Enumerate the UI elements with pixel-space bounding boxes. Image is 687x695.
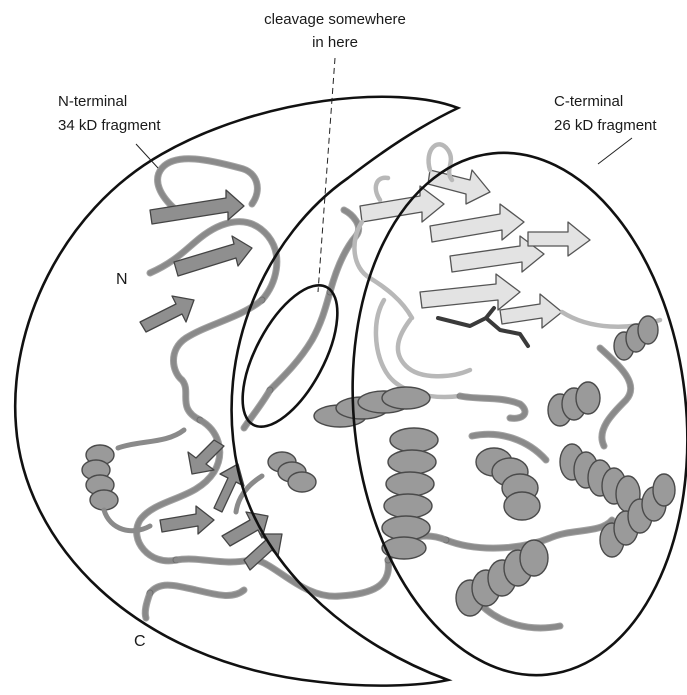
n-domain-helix-1 (82, 445, 118, 510)
linker-region-ribbon (244, 210, 359, 428)
c-domain-helix-5 (614, 316, 658, 360)
n-domain-helix-2 (268, 452, 316, 492)
cleavage-label-line-1: cleavage somewhere (264, 11, 406, 28)
c-terminal-domain-ribbon (314, 144, 675, 628)
protein-ribbon-structure (82, 144, 675, 628)
cleavage-label-line-2: in here (312, 34, 358, 51)
n-fragment-label-line-2: 34 kD fragment (58, 117, 161, 134)
n-fragment-label-line-1: N-terminal (58, 93, 127, 110)
c-fragment-label-line-2: 26 kD fragment (554, 117, 657, 134)
c-fragment-label-line-1: C-terminal (554, 93, 623, 110)
n-terminus-label: N (116, 271, 128, 288)
c-fragment-leader-line (598, 138, 632, 164)
c-domain-helix-6 (456, 540, 548, 616)
c-domain-helix-8 (548, 382, 600, 426)
cleavage-leader-line (318, 58, 335, 292)
c-domain-helix-3 (476, 448, 540, 520)
c-terminus-label: C (134, 633, 146, 650)
c-domain-helix-4 (560, 444, 640, 512)
c-domain-helix-1 (314, 387, 430, 427)
n-terminal-domain-ribbon (82, 159, 389, 618)
